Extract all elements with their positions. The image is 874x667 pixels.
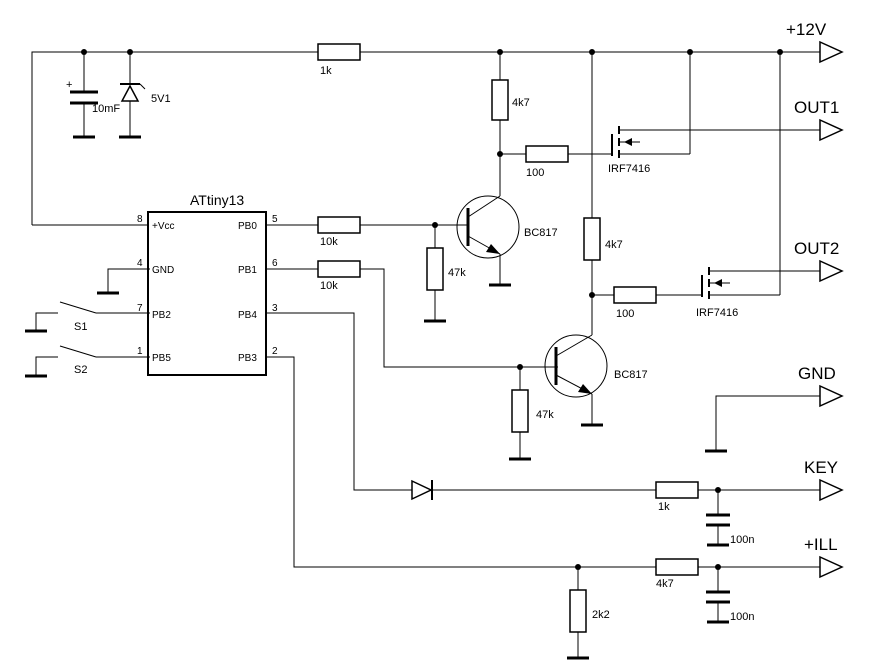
capacitor-c-key-value: 100n bbox=[730, 534, 754, 546]
supply-rail bbox=[31, 51, 820, 226]
resistor-r-bias2-value: 47k bbox=[536, 409, 554, 421]
port-vplus: +12V bbox=[786, 20, 844, 64]
mosfet2-label: IRF7416 bbox=[696, 307, 738, 319]
port-vplus-label: +12V bbox=[786, 20, 827, 39]
channel-1-driver: 10k 47k BC817 4k7 100 bbox=[266, 52, 820, 323]
transistor-q1 bbox=[456, 195, 520, 259]
switch-s2-label: S2 bbox=[74, 364, 87, 376]
resistor-r-ill-div bbox=[569, 589, 587, 633]
pin-name: PB0 bbox=[238, 221, 257, 232]
pin-name: +Vcc bbox=[152, 221, 175, 232]
resistor-r-gate1 bbox=[525, 145, 569, 163]
resistor-r-gate2 bbox=[613, 286, 657, 304]
mosfet1-label: IRF7416 bbox=[608, 163, 650, 175]
port-key-label: KEY bbox=[804, 458, 838, 477]
transistor-q2-label: BC817 bbox=[614, 369, 648, 381]
resistor-r-key bbox=[655, 481, 699, 499]
port-gnd-label: GND bbox=[798, 364, 836, 383]
capacitor-c-ill-value: 100n bbox=[730, 611, 754, 623]
resistor-r-key-value: 1k bbox=[658, 501, 670, 513]
resistor-r-bias1-value: 47k bbox=[448, 267, 466, 279]
resistor-r-ill-div-value: 2k2 bbox=[592, 609, 610, 621]
capacitor-c-bulk-value: 10mF bbox=[92, 103, 120, 115]
ic-name: ATtiny13 bbox=[190, 192, 244, 208]
pin-name: PB3 bbox=[238, 353, 257, 364]
ill-input: 4k7 2k2 100n bbox=[266, 356, 820, 660]
resistor-r-base1-value: 10k bbox=[320, 236, 338, 248]
resistor-r-bias2 bbox=[511, 389, 529, 433]
port-out2-label: OUT2 bbox=[794, 239, 839, 258]
port-ill-label: +ILL bbox=[804, 535, 838, 554]
transistor-q2 bbox=[544, 334, 608, 398]
switch-s2: S2 bbox=[25, 345, 150, 378]
resistor-r-pullup1-value: 4k7 bbox=[512, 97, 530, 109]
switch-s1-label: S1 bbox=[74, 321, 87, 333]
resistor-r-ill bbox=[655, 558, 699, 576]
zener-value: 5V1 bbox=[151, 93, 171, 105]
port-out1: OUT1 bbox=[794, 98, 844, 142]
ground-terminal bbox=[705, 395, 820, 453]
resistor-r-base2-value: 10k bbox=[320, 280, 338, 292]
port-out2: OUT2 bbox=[794, 239, 844, 283]
pin-name: GND bbox=[152, 265, 174, 276]
resistor-r-base1 bbox=[317, 216, 361, 234]
pin-name: PB5 bbox=[152, 353, 171, 364]
zener-diode: 5V1 bbox=[119, 52, 171, 139]
pin-num: 3 bbox=[272, 303, 278, 314]
resistor-r-base2 bbox=[317, 260, 361, 278]
transistor-q1-label: BC817 bbox=[524, 227, 558, 239]
pin-num: 7 bbox=[137, 303, 143, 314]
port-out1-label: OUT1 bbox=[794, 98, 839, 117]
capacitor-c-bulk: + 10mF bbox=[66, 52, 120, 139]
capacitor-polarity-mark: + bbox=[66, 79, 72, 91]
resistor-r-pullup1 bbox=[491, 79, 509, 121]
port-gnd: GND bbox=[798, 364, 844, 408]
pin-name: PB2 bbox=[152, 310, 171, 321]
microcontroller-attiny13: ATtiny13 8 +Vcc 4 GND 7 PB2 1 PB5 5 PB0 … bbox=[137, 192, 278, 376]
resistor-r-gate1-value: 100 bbox=[526, 167, 544, 179]
pin-num: 6 bbox=[272, 258, 278, 269]
mcu-ground bbox=[97, 268, 150, 295]
channel-2-driver: 10k 47k BC817 4k7 100 bbox=[266, 52, 820, 461]
pin-name: PB1 bbox=[238, 265, 257, 276]
pin-num: 5 bbox=[272, 214, 278, 225]
pin-num: 4 bbox=[137, 258, 143, 269]
key-diode bbox=[411, 479, 433, 501]
switch-s1: S1 bbox=[25, 301, 150, 333]
resistor-r-supply-value: 1k bbox=[320, 65, 332, 77]
port-ill: +ILL bbox=[804, 535, 844, 579]
resistor-r-gate2-value: 100 bbox=[616, 308, 634, 320]
resistor-r-pullup2 bbox=[583, 217, 601, 261]
pin-num: 8 bbox=[137, 214, 143, 225]
pin-name: PB4 bbox=[238, 310, 257, 321]
resistor-r-supply: 1k bbox=[317, 43, 361, 77]
resistor-r-pullup2-value: 4k7 bbox=[605, 239, 623, 251]
resistor-r-ill-value: 4k7 bbox=[656, 578, 674, 590]
junction-dots bbox=[81, 49, 783, 570]
port-key: KEY bbox=[804, 458, 844, 502]
resistor-r-bias1 bbox=[426, 247, 444, 291]
pin-num: 1 bbox=[137, 346, 143, 357]
key-input: 1k 100n bbox=[266, 312, 820, 547]
pin-num: 2 bbox=[272, 346, 278, 357]
